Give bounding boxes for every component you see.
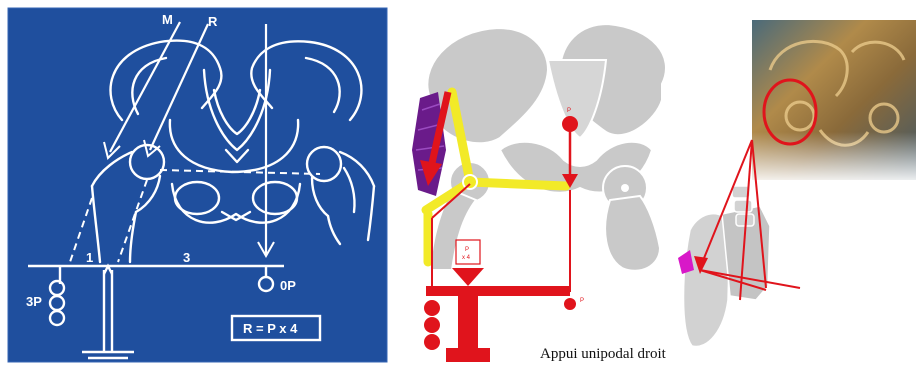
label-p-right: P <box>580 298 584 304</box>
label-3p: 3P <box>26 294 42 309</box>
model-caption: Appui unipodal droit <box>540 346 667 362</box>
label-r: R <box>208 14 218 29</box>
xray-panel <box>752 20 916 180</box>
lever-end-dot <box>564 298 576 310</box>
force-box-bottom-label: x 4 <box>462 255 471 261</box>
model-weight-1 <box>424 300 440 316</box>
force-box-top-label: P <box>465 247 469 253</box>
blueprint-panel: M R 1 3 3P 0P R = P x 4 <box>8 8 387 362</box>
label-m: M <box>162 12 173 27</box>
body-weight-dot <box>562 116 578 132</box>
support-column <box>458 296 478 348</box>
model-weight-3 <box>424 334 440 350</box>
label-1: 1 <box>86 250 93 265</box>
label-3: 3 <box>183 250 190 265</box>
label-p-top: P <box>567 108 571 114</box>
model-panel: P x 4 P P Appui unipodal droit <box>412 24 667 362</box>
model-weight-2 <box>424 317 440 333</box>
pivot-triangle <box>452 268 484 286</box>
label-0p: 0P <box>280 278 296 293</box>
formula-text: R = P x 4 <box>243 321 298 336</box>
right-hip-joint-dot <box>621 184 629 192</box>
blueprint-background <box>8 8 387 362</box>
red-lever-beam <box>426 286 570 296</box>
